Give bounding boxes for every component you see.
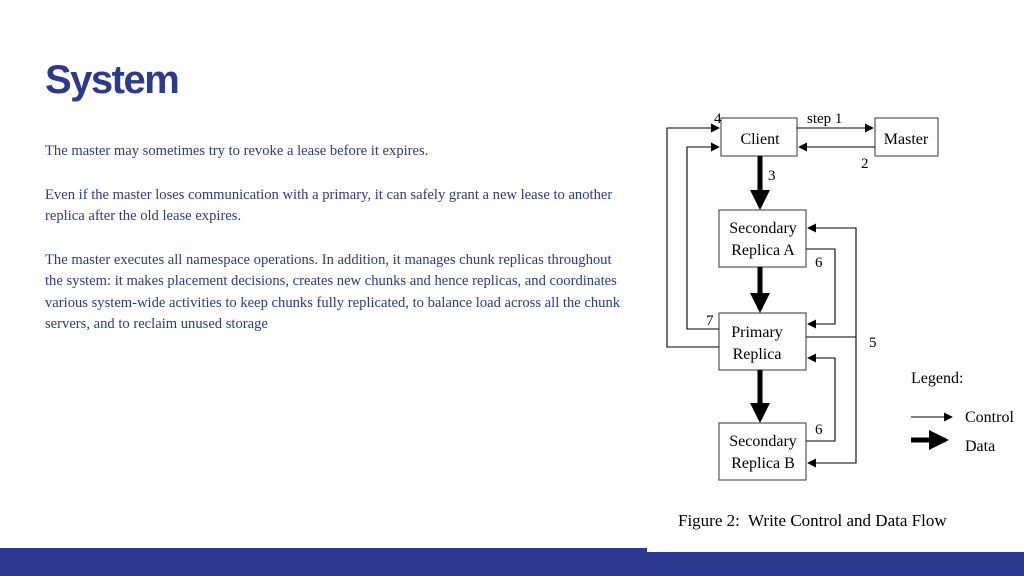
primary-label-line2: Replica (733, 346, 782, 363)
secondary-replica-b-box (718, 422, 807, 481)
step5-label: 5 (869, 335, 877, 351)
write-flow-figure: Client Master Secondary Replica A Primar… (647, 100, 1024, 552)
step2-label: 2 (861, 156, 869, 172)
step3-label: 3 (768, 168, 776, 184)
primary-replica-box (718, 312, 807, 371)
paragraph-master-duties: The master executes all namespace operat… (45, 251, 621, 333)
legend-title: Legend: (911, 370, 963, 387)
secondary-a-label-line2: Replica A (731, 242, 795, 259)
paragraph-lease-revoke: The master may sometimes try to revoke a… (45, 143, 429, 159)
legend-data-label: Data (965, 438, 995, 455)
master-label: Master (884, 131, 929, 148)
client-box (720, 117, 798, 157)
step5-control-arrow-b (807, 337, 857, 468)
step6a-label: 6 (815, 255, 823, 271)
step7-label: 7 (706, 313, 714, 329)
step1-label: step 1 (807, 111, 842, 127)
primary-label-line1: Primary (731, 324, 783, 341)
step6b-control-arrow (806, 353, 836, 442)
figure-caption: Figure 2: Write Control and Data Flow (678, 511, 947, 530)
paragraph-lease-grant: Even if the master loses communication w… (45, 186, 613, 225)
slide-body: The master may sometimes try to revoke a… (45, 141, 625, 358)
client-label: Client (740, 131, 780, 148)
secondary-a-label-line1: Secondary (729, 220, 797, 237)
secondary-b-label-line1: Secondary (729, 433, 797, 450)
secondary-b-label-line2: Replica B (731, 455, 795, 472)
secondary-replica-a-box (718, 209, 807, 268)
step7-control-arrow (686, 142, 720, 330)
step6a-control-arrow (806, 248, 836, 329)
write-flow-diagram: Client Master Secondary Replica A Primar… (666, 111, 1014, 530)
step6b-label: 6 (815, 422, 823, 438)
step4-control-arrow (666, 123, 720, 348)
legend-control-label: Control (965, 409, 1014, 426)
footer-bar (0, 548, 1024, 576)
master-box (874, 117, 939, 157)
slide-title: System (45, 58, 180, 102)
step4-label: 4 (714, 111, 722, 127)
footer-notch (647, 548, 1024, 552)
step5-control-arrow-a (807, 223, 857, 337)
